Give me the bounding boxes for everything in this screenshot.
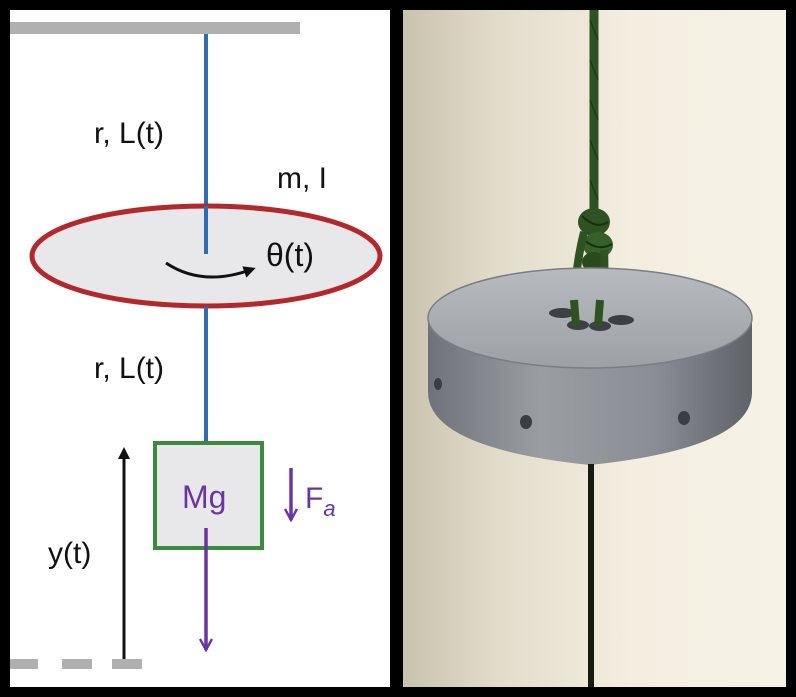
rotation-arrow — [165, 261, 256, 279]
cord-into-disk-right — [594, 299, 604, 327]
applied-force-subscript: a — [323, 496, 335, 521]
lower-string-label: r, L(t) — [94, 352, 164, 385]
disk-side-holes — [434, 378, 690, 429]
disk-rotation-label: θ(t) — [266, 237, 314, 273]
steel-disk-rim — [427, 267, 753, 369]
photo-panel — [403, 10, 786, 687]
hanging-mass-label: Mg — [182, 479, 226, 515]
applied-force-symbol: F — [305, 482, 323, 515]
steel-disk-top — [428, 268, 752, 368]
upper-cord-twist — [589, 19, 599, 201]
applied-force-label: Fa — [305, 482, 336, 521]
cord-into-disk-left — [570, 299, 580, 327]
disk-properties-label: m, I — [277, 162, 327, 195]
diagram-panel: r, L(t) m, I θ(t) r, L(t) Mg Fa y(t) — [10, 10, 390, 687]
ceiling-bar — [10, 22, 300, 34]
floor-line — [10, 659, 142, 669]
upper-string-label: r, L(t) — [94, 117, 164, 150]
hanging-mass-box — [153, 441, 264, 550]
height-label: y(t) — [48, 537, 91, 570]
diagram-background — [10, 10, 390, 687]
